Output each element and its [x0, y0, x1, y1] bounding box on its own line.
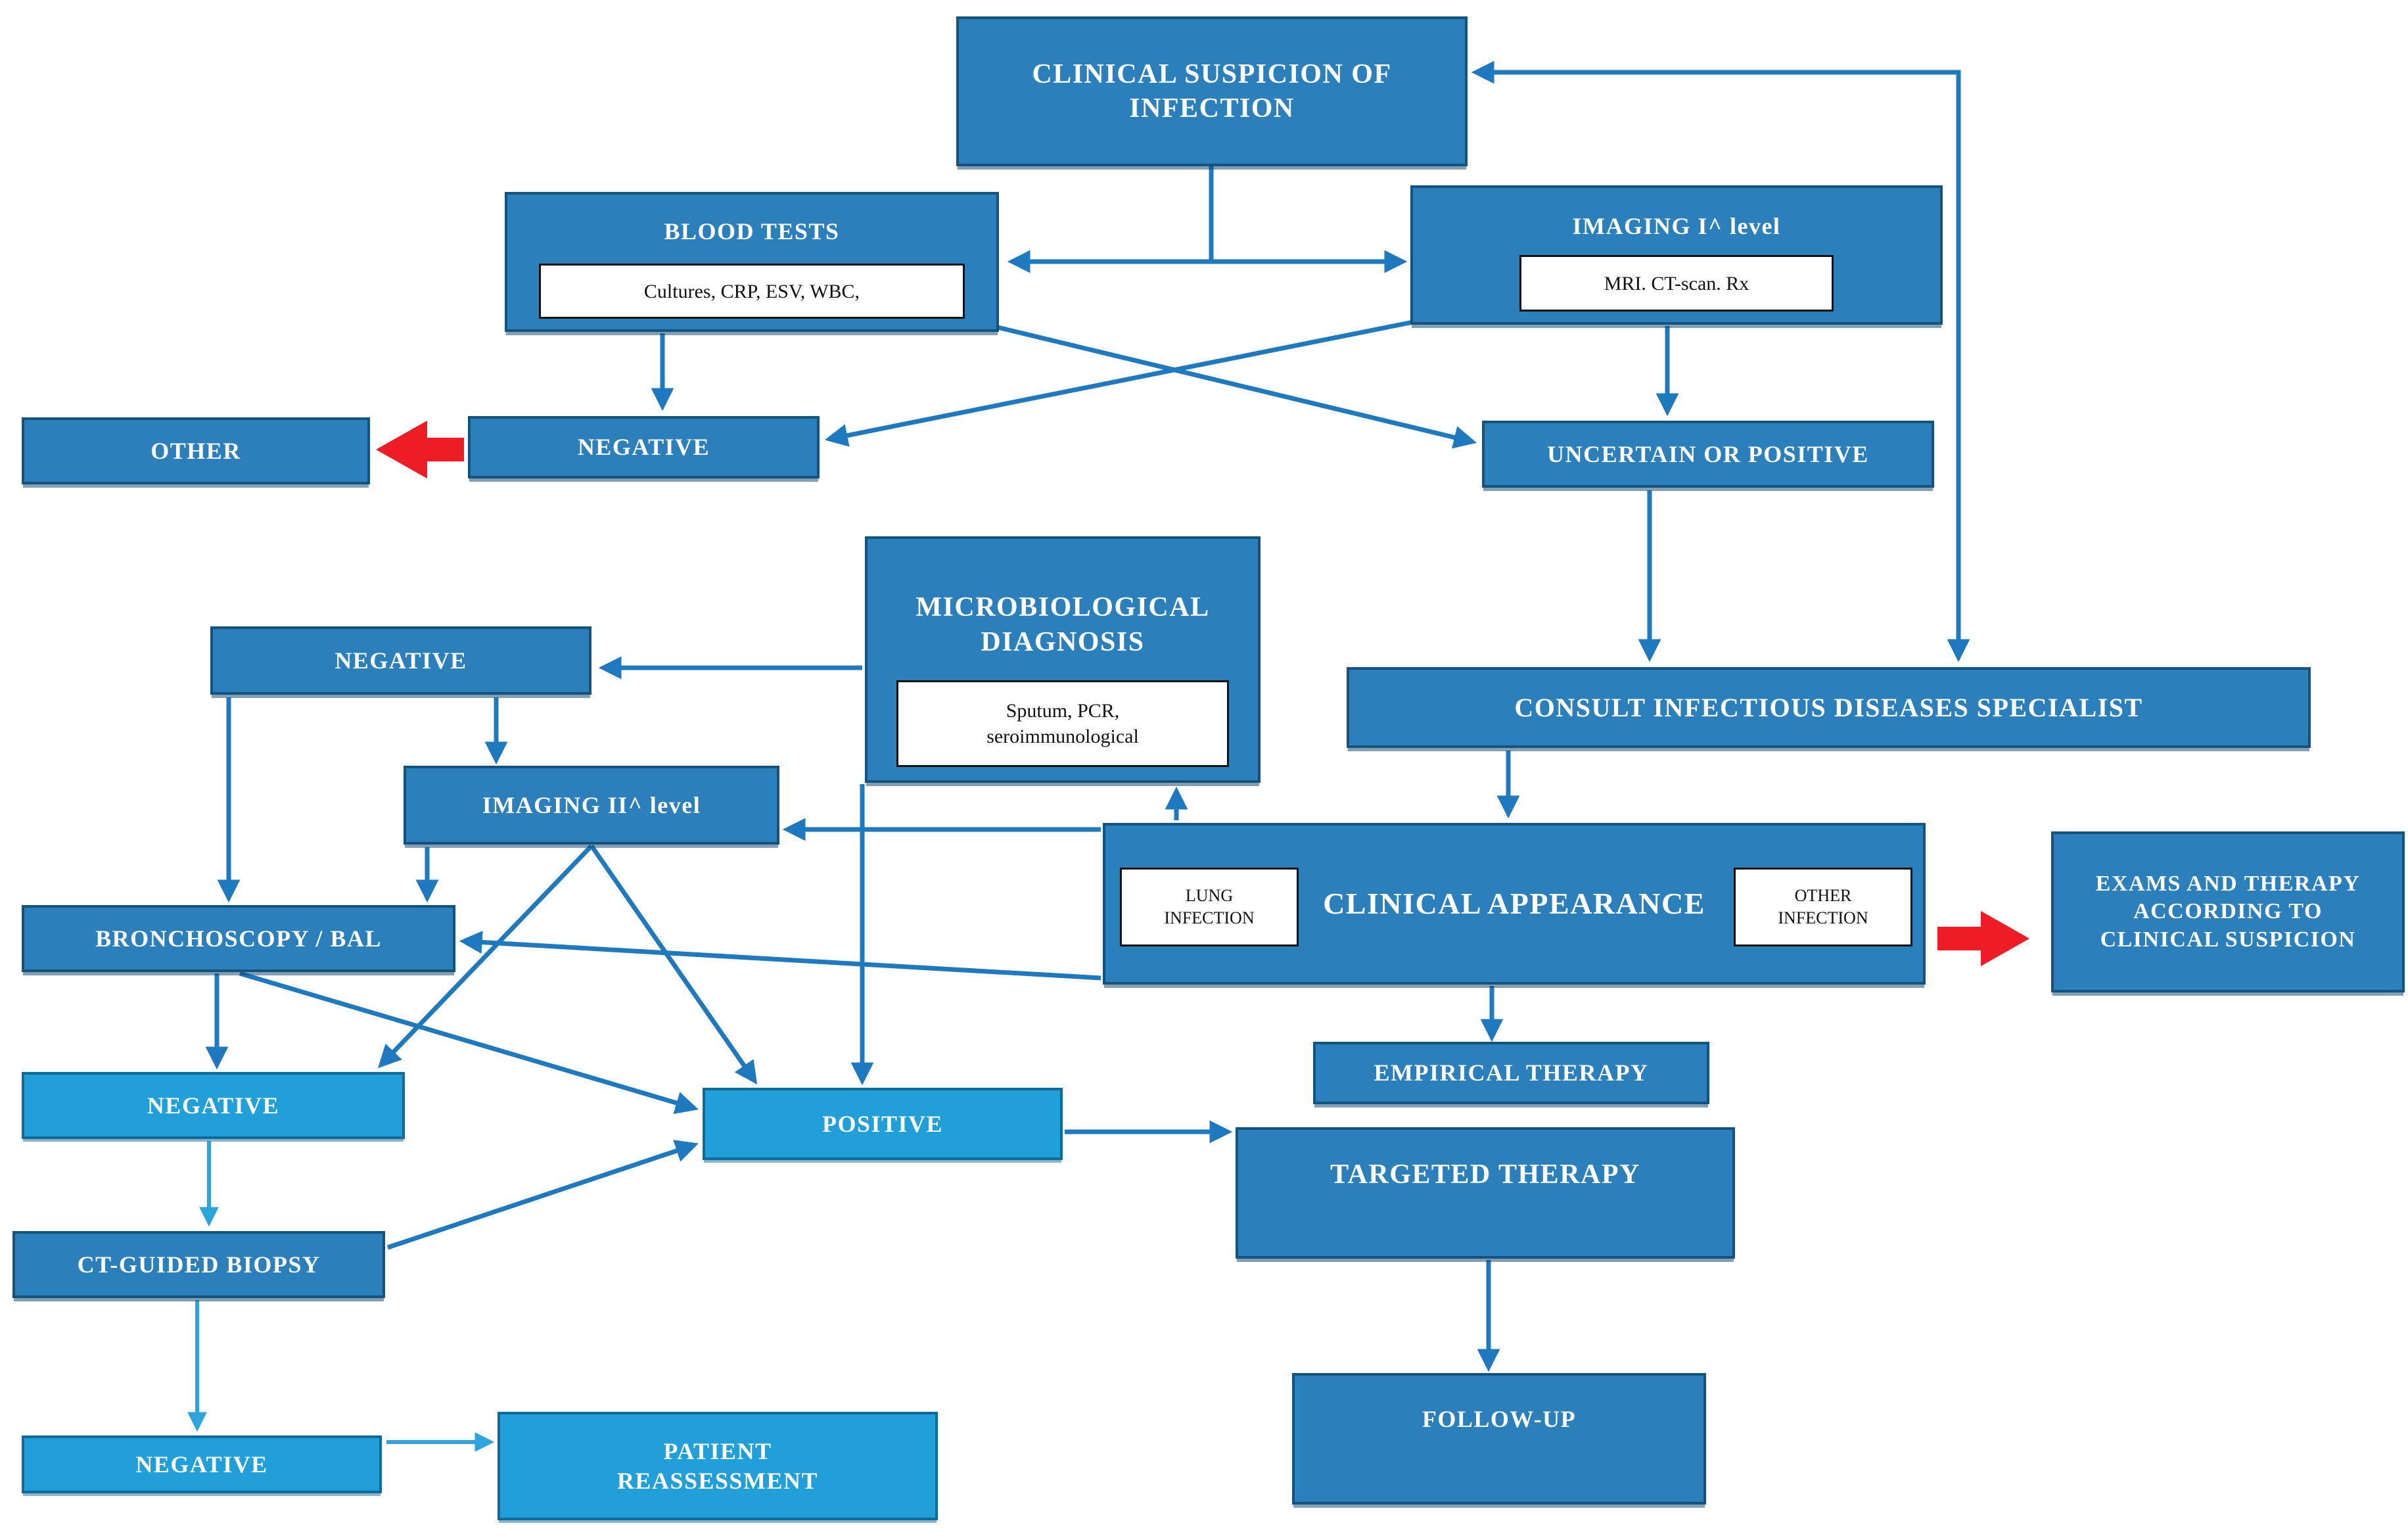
node-imaging-second-level: IMAGING II^ level — [404, 766, 779, 845]
node-label: EMPIRICAL THERAPY — [1374, 1060, 1649, 1086]
red-arrow-negative-to-other — [376, 421, 464, 478]
node-label: CT-GUIDED BIOPSY — [77, 1251, 321, 1278]
node-uncertain-or-positive: UNCERTAIN OR POSITIVE — [1482, 421, 1934, 488]
red-arrow-appearance-to-exams — [1937, 911, 2029, 966]
node-label: NEGATIVE — [577, 434, 710, 460]
node-label: IMAGING II^ level — [482, 791, 701, 818]
node-blood-tests: BLOOD TESTS Cultures, CRP, ESV, WBC, — [505, 192, 999, 332]
edge-imaging1-to-negative — [824, 319, 1414, 447]
node-label: MICROBIOLOGICAL DIAGNOSIS — [915, 592, 1210, 657]
edge-imaging2-to-positive — [590, 845, 758, 1084]
blood-tests-detail: Cultures, CRP, ESV, WBC, — [539, 264, 965, 319]
node-label: PATIENT REASSESSMENT — [616, 1437, 819, 1494]
node-label: NEGATIVE — [135, 1451, 268, 1478]
light-blue-arrows — [187, 1141, 495, 1452]
lung-infection-tag: LUNG INFECTION — [1120, 868, 1299, 946]
imaging-first-level-detail: MRI. CT-scan. Rx — [1519, 255, 1834, 312]
node-patient-reassessment: PATIENT REASSESSMENT — [498, 1412, 938, 1520]
node-negative-ct-biopsy: NEGATIVE — [22, 1435, 382, 1493]
node-exams-and-therapy: EXAMS AND THERAPY ACCORDING TO CLINICAL … — [2051, 831, 2405, 992]
node-label: NEGATIVE — [147, 1092, 280, 1119]
blue-arrows — [205, 60, 1970, 1372]
edge-blood-to-uncertain — [997, 325, 1477, 449]
edge-ctbiopsy-to-positive — [386, 1140, 699, 1250]
node-negative-microbiological: NEGATIVE — [210, 626, 591, 695]
microbiological-detail: Sputum, PCR, seroimmunological — [896, 680, 1229, 767]
node-label: UNCERTAIN OR POSITIVE — [1547, 440, 1869, 467]
node-negative-bronchoscopy: NEGATIVE — [22, 1072, 405, 1139]
edge-appearance-to-bronchoscopy — [459, 931, 1101, 981]
node-label: FOLLOW-UP — [1422, 1405, 1577, 1432]
node-label: OTHER — [150, 437, 241, 464]
node-label: CONSULT INFECTIOUS DISEASES SPECIALIST — [1514, 692, 2143, 722]
node-other: OTHER — [22, 417, 370, 484]
node-label: BLOOD TESTS — [664, 218, 840, 245]
node-clinical-suspicion: CLINICAL SUSPICION OF INFECTION — [956, 16, 1468, 166]
edge-imaging2-to-negative3 — [377, 844, 593, 1069]
node-label: IMAGING I^ level — [1572, 213, 1781, 239]
node-imaging-first-level: IMAGING I^ level MRI. CT-scan. Rx — [1410, 185, 1943, 325]
node-label: EXAMS AND THERAPY ACCORDING TO CLINICAL … — [2095, 871, 2361, 952]
node-label: CLINICAL SUSPICION OF INFECTION — [1032, 58, 1392, 124]
node-targeted-therapy: TARGETED THERAPY — [1236, 1127, 1735, 1259]
node-negative-blood-tests: NEGATIVE — [468, 416, 820, 478]
edge-consult-suspicion-feedback — [1471, 60, 1970, 663]
node-empirical-therapy: EMPIRICAL THERAPY — [1313, 1042, 1709, 1104]
node-ct-guided-biopsy: CT-GUIDED BIOPSY — [12, 1231, 385, 1298]
node-label: TARGETED THERAPY — [1330, 1159, 1640, 1190]
node-label: POSITIVE — [822, 1110, 944, 1137]
node-follow-up: FOLLOW-UP — [1292, 1373, 1706, 1504]
node-label: CLINICAL APPEARANCE — [1323, 887, 1705, 921]
node-consult-infectious-diseases-specialist: CONSULT INFECTIOUS DISEASES SPECIALIST — [1347, 667, 2311, 748]
node-positive: POSITIVE — [703, 1088, 1063, 1160]
node-microbiological-diagnosis: MICROBIOLOGICAL DIAGNOSIS Sputum, PCR, s… — [865, 536, 1261, 783]
other-infection-tag: OTHER INFECTION — [1734, 868, 1912, 946]
edge-bronchoscopy-to-positive — [239, 971, 699, 1114]
node-bronchoscopy-bal: BRONCHOSCOPY / BAL — [22, 905, 455, 972]
red-arrows — [376, 421, 2029, 966]
node-label: NEGATIVE — [335, 647, 467, 674]
node-label: BRONCHOSCOPY / BAL — [95, 925, 382, 952]
node-clinical-appearance: CLINICAL APPEARANCE LUNG INFECTION OTHER… — [1103, 823, 1926, 985]
